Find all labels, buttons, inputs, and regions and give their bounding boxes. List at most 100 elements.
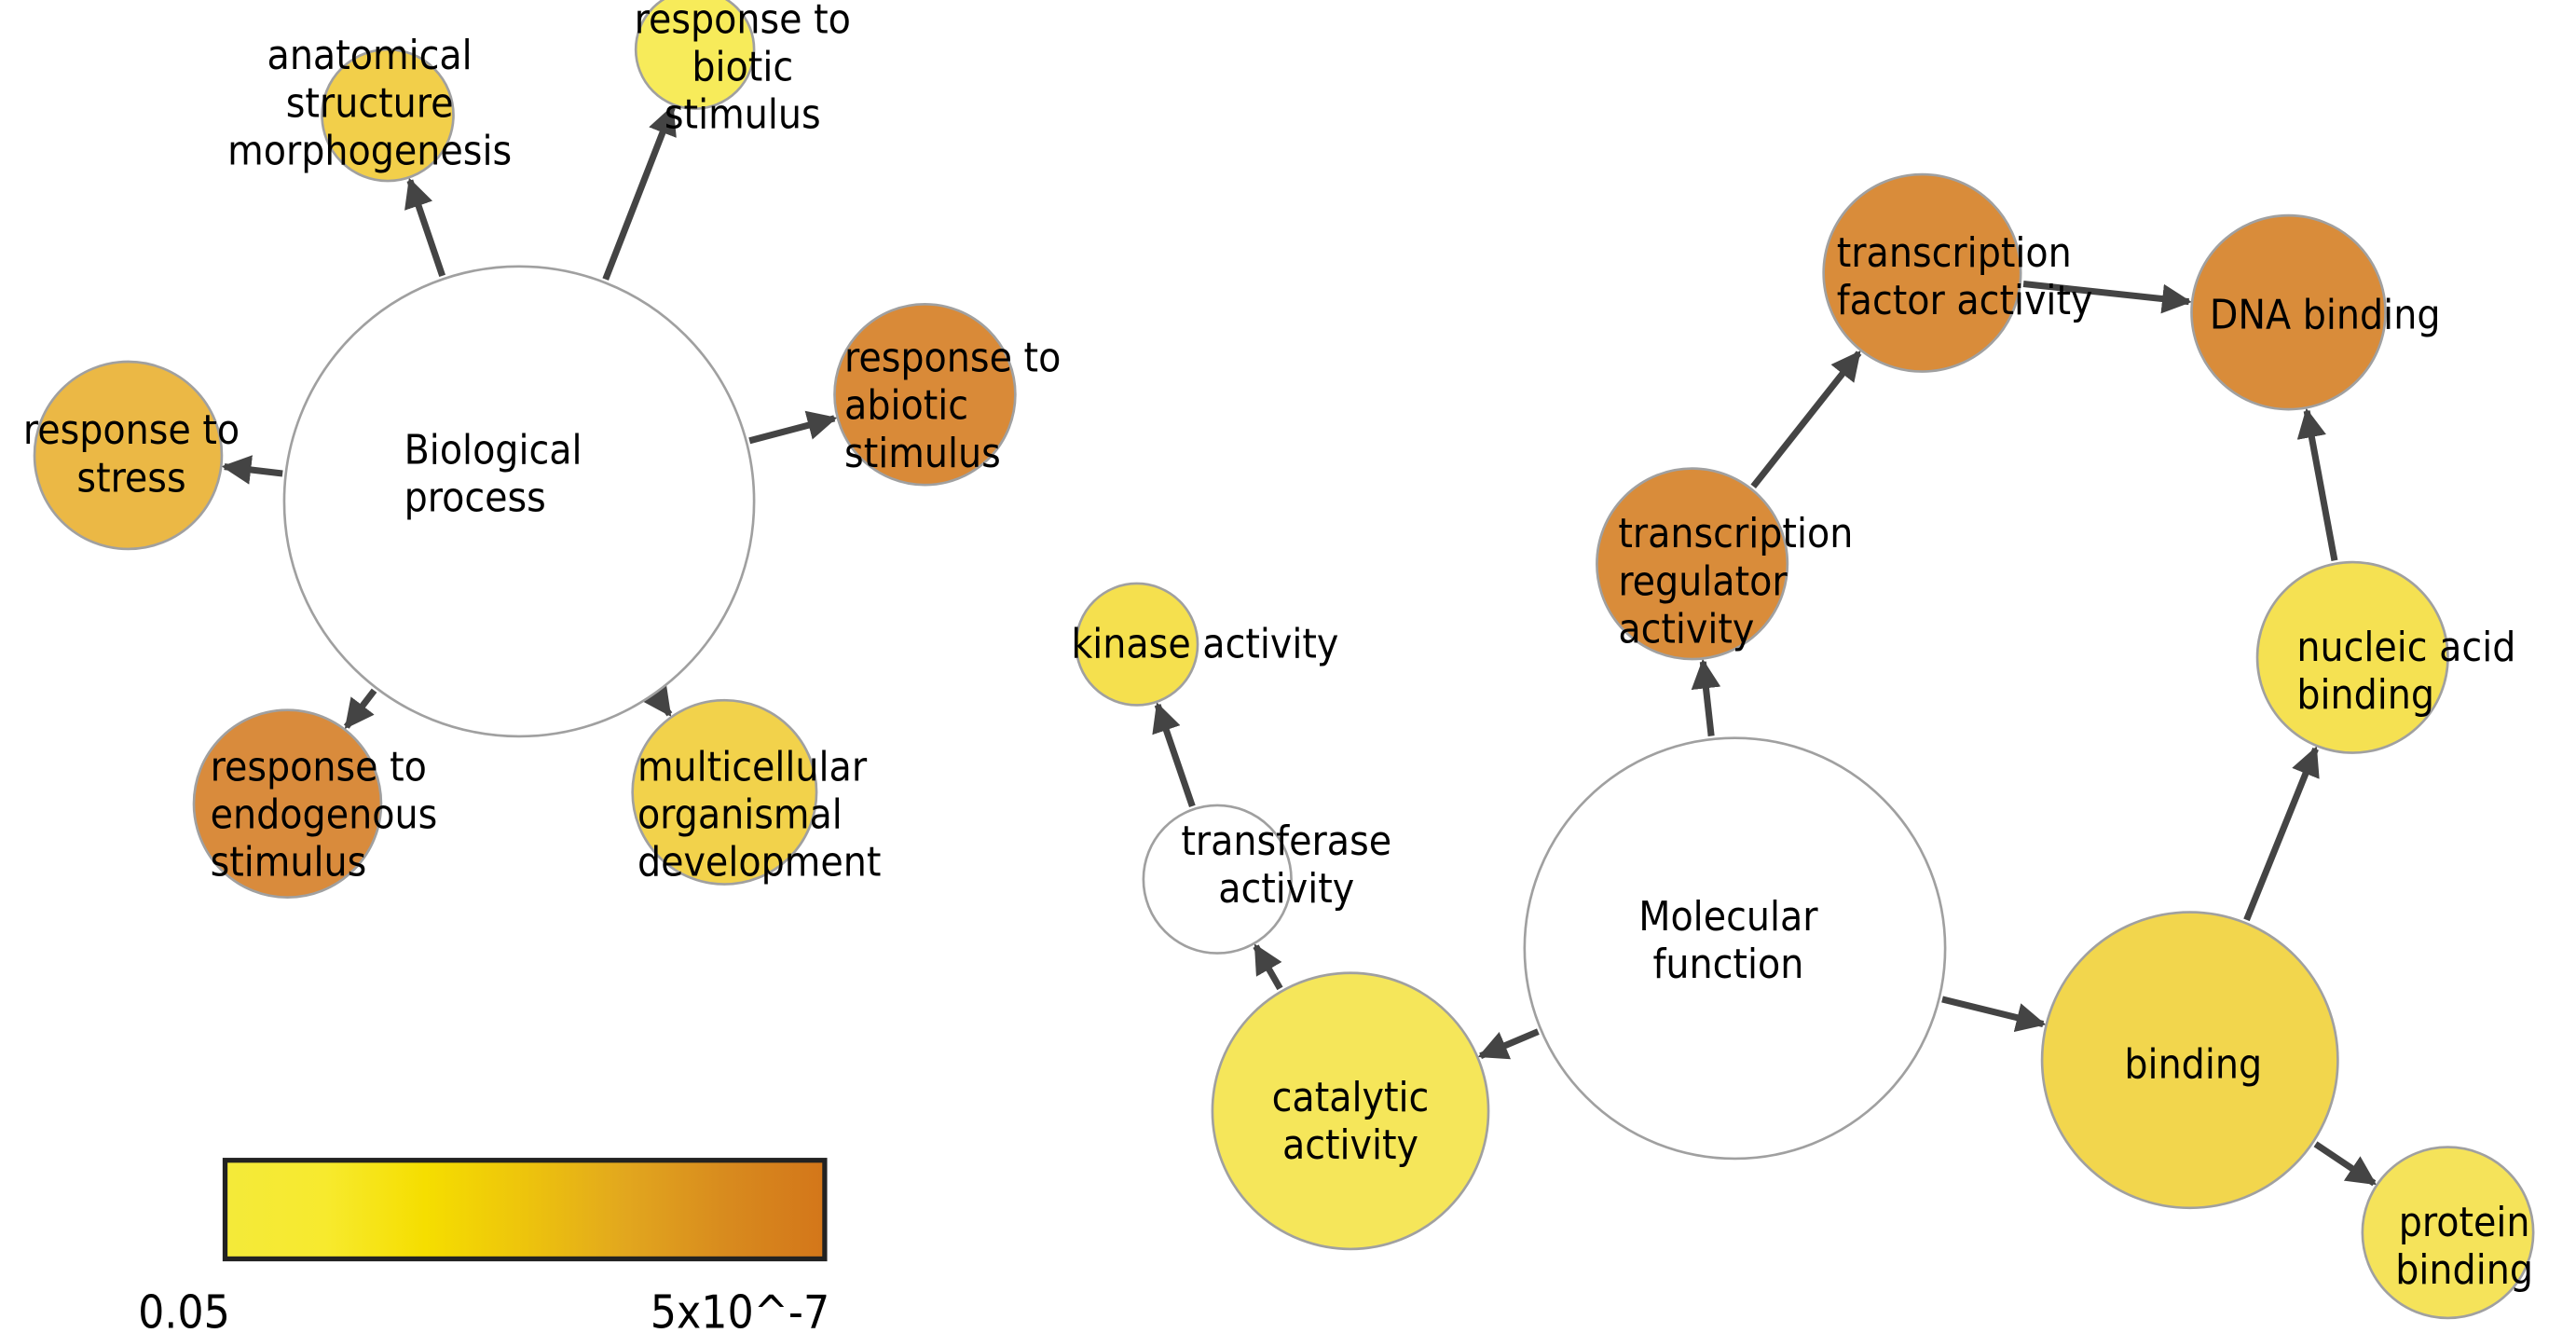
edge-bp-to-multicellular (641, 683, 673, 717)
node-circle (192, 708, 383, 899)
node-label-line: stimulus (211, 839, 367, 886)
node-circle (833, 302, 1017, 487)
node-circle (1142, 804, 1293, 955)
edge-bp-to-biotic (602, 104, 677, 281)
node-label-line: stress (76, 454, 185, 502)
node-label-line: development (637, 839, 881, 886)
node-circle (634, 0, 756, 110)
node-label: binding (2124, 1041, 2262, 1089)
node-label-line: endogenous (211, 791, 438, 839)
edge-catalytic-to-transferase (1253, 943, 1283, 991)
node-circle (1822, 172, 2022, 373)
edge-mf-to-tr (1691, 658, 1721, 736)
node-label-line: structure (286, 79, 454, 127)
edge-transferase-to-kinase (1152, 702, 1196, 808)
node-label-line: multicellular (637, 744, 868, 791)
node-binding: binding (2040, 911, 2339, 1210)
edges (221, 104, 2377, 1187)
node-label-line: binding (2296, 671, 2434, 719)
node-label-line: protein (2399, 1199, 2530, 1246)
edge-bp-to-anatomical (404, 177, 445, 278)
edge-tf-to-dna (2022, 281, 2192, 314)
node-label-line: transcription (1837, 229, 2072, 277)
edge-mf-to-binding (1941, 996, 2047, 1033)
node-label-line: stimulus (665, 91, 821, 139)
node-label-line: stimulus (844, 430, 1001, 477)
node-label-line: response to (844, 335, 1061, 382)
node-circle (2361, 1146, 2535, 1320)
node-circle (1211, 971, 1490, 1251)
node-label-line: morphogenesis (227, 127, 512, 174)
node-label-line: regulator (1618, 557, 1788, 605)
edge-tr-to-tf (1750, 350, 1862, 489)
node-label-line: nucleic acid (2296, 624, 2515, 671)
edge-bp-to-abiotic (748, 410, 838, 445)
legend-gradient-bar (222, 1158, 828, 1262)
color-legend: 0.05 5x10^-7 (138, 1158, 829, 1333)
edge-mf-to-catalytic (1477, 1028, 1540, 1060)
node-label-line: transferase (1181, 818, 1391, 865)
node-label-line: activity (1618, 605, 1754, 653)
node-label-line: function (1652, 941, 1803, 988)
node-dna: DNA binding (2190, 213, 2441, 411)
node-label-line: biotic (692, 44, 793, 91)
edge-bp-to-endogenous (343, 688, 377, 730)
node-label-line: Biological (404, 426, 582, 474)
node-label-line: activity (1282, 1121, 1418, 1169)
node-circle (1075, 582, 1199, 707)
node-label: kinase activity (1071, 620, 1338, 667)
node-label-line: anatomical (267, 32, 473, 79)
node-label-line: organismal (637, 791, 843, 839)
node-label-line: binding (2395, 1246, 2533, 1294)
node-label-line: Molecular (1638, 893, 1818, 941)
node-circle (631, 698, 818, 886)
node-circle (321, 48, 455, 183)
edge-nucleic-to-dna (2296, 407, 2338, 561)
node-label-line: response to (23, 406, 240, 454)
edge-bp-to-stress (221, 455, 283, 485)
node-label-line: catalytic (1272, 1074, 1430, 1121)
node-circle (2190, 213, 2387, 411)
legend-min-label: 0.05 (138, 1285, 230, 1333)
node-circle (1523, 736, 1947, 1161)
node-label-line: factor activity (1837, 277, 2093, 324)
node-label: DNA binding (2210, 292, 2441, 339)
edge-binding-to-protein (2313, 1141, 2377, 1187)
legend-max-label: 5x10^-7 (651, 1285, 829, 1333)
node-label-line: response to (211, 744, 427, 791)
node-label-line: DNA binding (2210, 292, 2441, 339)
node-circle (1596, 467, 1789, 661)
node-label-line: activity (1218, 865, 1354, 913)
node-kinase: kinase activity (1071, 582, 1338, 707)
node-label-line: transcription (1618, 510, 1853, 557)
node-label-line: process (404, 474, 546, 521)
